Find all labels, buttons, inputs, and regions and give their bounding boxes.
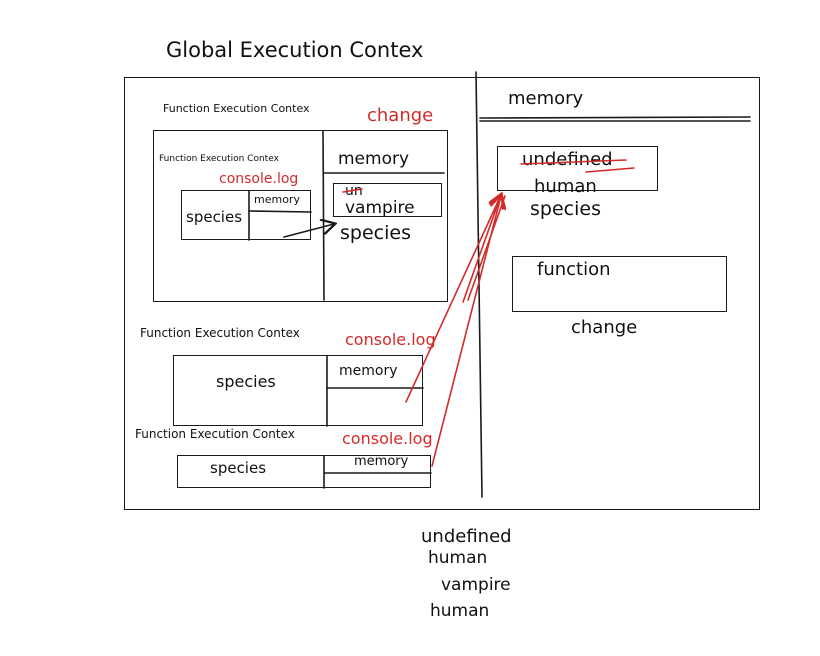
- fec-third-caller: console.log: [342, 429, 433, 448]
- fec-second-label: Function Execution Contex: [140, 326, 300, 340]
- console-output-line-2: human: [428, 548, 488, 568]
- fec-inner-label: Function Execution Contex: [159, 154, 279, 164]
- fec-inner-memory-label: memory: [254, 193, 300, 206]
- global-function-box: [512, 256, 727, 312]
- global-var-old-value: undefined: [522, 149, 613, 170]
- global-function-name: change: [571, 317, 638, 338]
- fec-inner-caller: console.log: [219, 171, 299, 187]
- fec-change-caller: change: [367, 105, 434, 126]
- fec-second-var-name: species: [216, 372, 276, 391]
- fec-change-var-strike: [342, 188, 363, 193]
- global-function-value: function: [537, 259, 611, 280]
- global-var-strike: [520, 159, 627, 165]
- fec-second-caller: console.log: [345, 330, 436, 349]
- console-output-line-4: human: [430, 601, 490, 621]
- scope-arrow-1: [462, 195, 501, 303]
- fec-second-memory-label: memory: [339, 363, 398, 379]
- fec-inner-var-name: species: [186, 208, 243, 226]
- fec-third-label: Function Execution Contex: [135, 427, 295, 441]
- fec-third-var-name: species: [210, 459, 267, 477]
- fec-change-label: Function Execution Contex: [163, 102, 310, 115]
- global-memory-underline: [479, 116, 751, 119]
- global-var-new-value: human: [534, 176, 597, 197]
- fec-change-var-name: species: [340, 222, 411, 244]
- console-output-line-3: vampire: [441, 575, 511, 595]
- fec-third-box: [177, 455, 431, 488]
- fec-change-var-new-value: vampire: [345, 198, 415, 218]
- global-var-name: species: [530, 198, 601, 220]
- global-var-box: [497, 146, 658, 191]
- lookup-arrow: [283, 224, 334, 238]
- fec-inner-memory-underline: [248, 210, 312, 213]
- fec-second-box: [173, 355, 423, 426]
- fec-change-divider: [322, 130, 325, 301]
- global-context-title: Global Execution Contex: [166, 38, 424, 62]
- fec-third-memory-label: memory: [354, 454, 409, 469]
- global-memory-label: memory: [508, 88, 584, 109]
- console-output-line-1: undefined: [421, 526, 512, 547]
- scope-arrow-2: [405, 195, 501, 403]
- fec-change-memory-label: memory: [338, 149, 410, 169]
- global-context-box: [124, 77, 760, 510]
- fec-inner-box: [181, 190, 311, 240]
- fec-change-var-box: [333, 183, 442, 217]
- fec-change-box: [153, 130, 448, 302]
